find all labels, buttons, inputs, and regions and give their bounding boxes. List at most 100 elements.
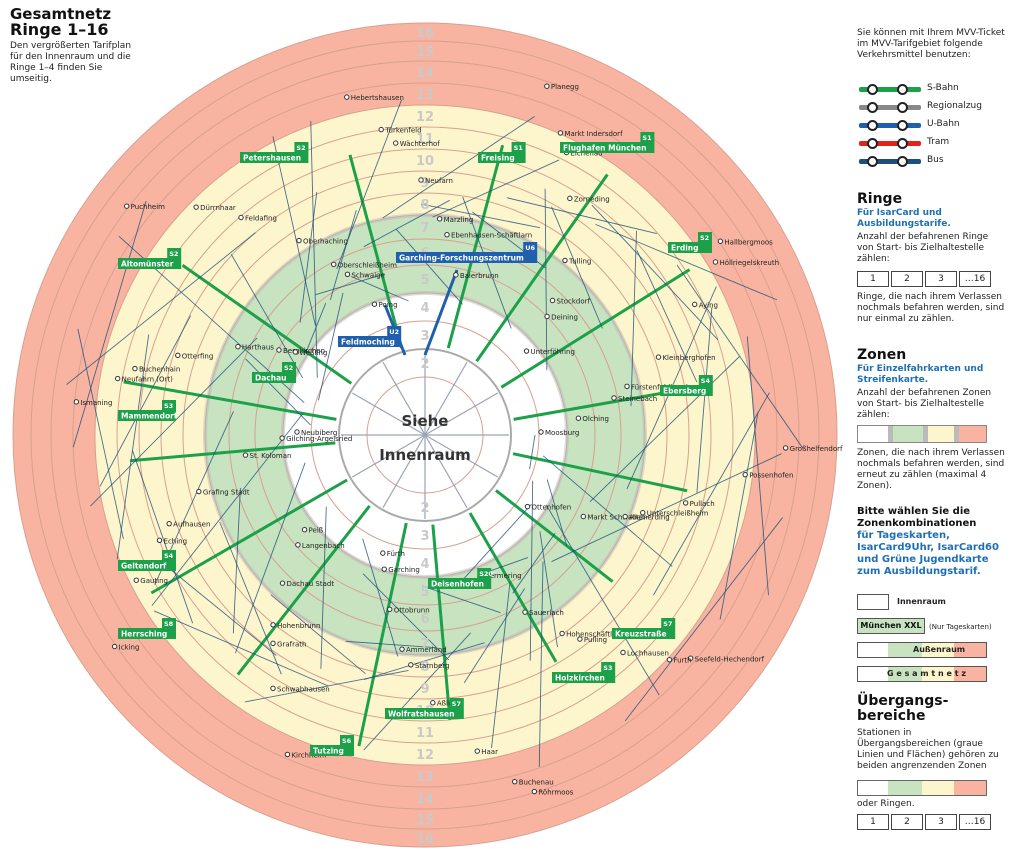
stop-marker [175,352,181,359]
inner-line [382,434,426,509]
stop-marker [687,655,694,661]
place-label: Hohenschäftlarn [566,631,623,639]
terminus-label: Kreuzstraße [615,630,667,639]
place-label: Haar [481,748,498,756]
mode-label: U-Bahn [927,119,960,129]
place-label: Eichenau [570,150,602,158]
line-badge [698,375,713,385]
zone-swatch-transition [923,426,928,442]
ring-number-bottom: 6 [420,612,429,627]
place-label: Oberschleißheim [338,261,397,269]
bus-line [244,669,409,703]
sbahn-line [446,144,505,349]
place-label: Schwaige [351,271,384,279]
ringe-count-boxes: 1 2 3 …16 [857,271,993,287]
ring-number-top: 8 [420,198,429,213]
place-label: Otterfing [182,352,213,360]
ring-number-bottom: 12 [416,748,434,763]
bus-line [422,585,501,614]
ring-number-bottom: 11 [416,726,434,741]
stop-marker [344,94,350,100]
mode-row: Bus [857,155,1017,169]
terminus-box [385,708,464,719]
uebergang-text: Stationen in Übergangsbereichen (graue L… [857,728,999,771]
place-label: Dürrnhaar [200,204,236,212]
place-label: Pullach [690,500,715,508]
place-label: Aßling [437,700,459,708]
bus-line [630,230,637,407]
line-badge [340,735,354,745]
mode-line-swatch [859,123,921,128]
stop-marker [557,130,564,136]
stop-marker [538,429,544,435]
mode-line-swatch [859,87,921,92]
transition-ring [281,291,569,579]
innenraum-boundary [338,348,512,522]
ring-number-top: 5 [420,273,429,288]
line-badge [167,248,182,258]
sbahn-line [494,489,614,583]
bus-line [234,462,306,654]
place-label: Hohenbrunn [277,622,320,630]
terminus-box [396,252,538,263]
place-label: Wächterhof [400,140,441,148]
bus-line [542,455,673,567]
sbahn-line [475,173,609,363]
place-label: Seefeld-Hechendorf [695,655,765,663]
mode-label: Tram [927,137,950,147]
ring-number-top: 13 [416,88,434,103]
bus-line [350,275,409,302]
bus-line [545,504,660,696]
tariff-map: 1616151514141313121211111010998877665544… [12,22,843,848]
stop-marker [381,566,387,572]
terminus-box [118,258,182,269]
zonen-subtitle: Für Einzelfahrkarten und Streifenkarte. [857,364,984,385]
line-badge-label: S2 [700,234,709,242]
stop-marker [279,435,285,441]
title-description: Den vergrößerten Tarifplan für den Innen… [10,41,132,84]
stop-marker [549,297,556,304]
ring-box-16: …16 [959,271,991,287]
bus-line [589,356,740,503]
terminus-label: Geltendorf [121,562,167,571]
place-label: Buchenhain [139,366,180,374]
place-label: Unterschleißheim [647,510,709,518]
bus-line [363,642,485,680]
place-label: Harthaus [242,344,274,352]
terminus-label: Holzkirchen [555,674,605,683]
place-label: Moosburg [545,429,579,437]
line-badge [282,362,296,372]
zone-swatch-transition [954,426,959,442]
bus-line [219,521,282,675]
sbahn-line [181,263,353,385]
stop-marker [193,204,199,210]
stop-marker [331,261,337,268]
zonen-heading: Zonen [857,347,907,363]
ring-number-top: 4 [420,301,429,316]
place-label: Feldafing [245,215,277,223]
place-label: Fürth [387,550,405,558]
kombi-label-innenraum: Innenraum [897,597,946,606]
stop-icon [897,102,908,113]
ring-number-bottom: 2 [420,501,429,516]
stop-marker [522,609,528,615]
line-badge-label: S1 [514,144,524,152]
zone-swatch-transition [888,426,893,442]
terminus-box [428,578,492,589]
bus-line [529,434,536,470]
stop-icon [867,138,878,149]
terminus-label: Erding [671,244,698,253]
mode-row: U-Bahn [857,119,1017,133]
terminus-label: Dachau [255,374,286,383]
inner-line [351,434,426,478]
bus-line [551,206,603,329]
stop-marker [622,513,628,520]
bus-line [151,413,304,606]
bus-line [636,250,698,383]
place-label: Zorneding [574,195,610,203]
center-area: Siehe Innenraum [379,412,471,464]
place-label: Markt Schwaben [587,514,645,522]
bus-line [77,328,124,539]
ring-number-bottom: 8 [420,660,429,675]
line-badge [698,232,712,242]
